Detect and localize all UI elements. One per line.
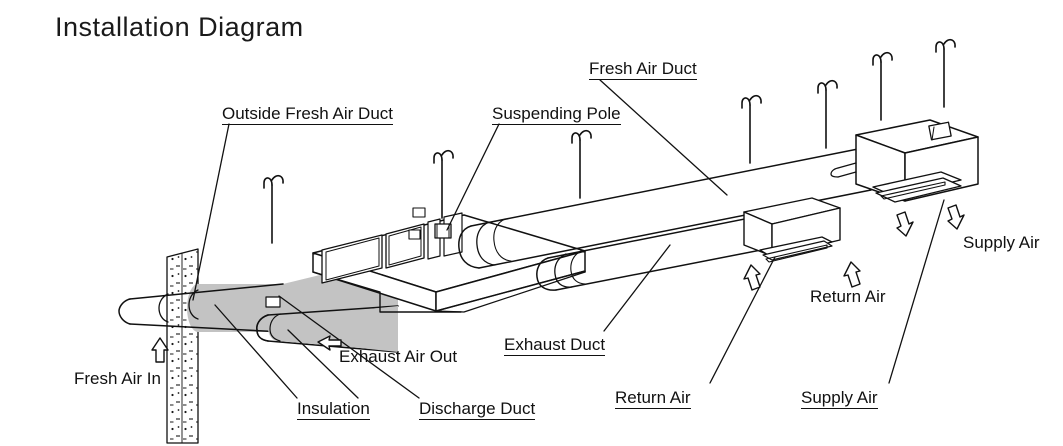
suspension-rods: [263, 38, 956, 308]
concrete-wall: [166, 248, 199, 444]
suspension-rod: [263, 174, 284, 244]
callout-exhaust-air-out: Exhaust Air Out: [339, 347, 458, 366]
supply-air-arrow-1: [896, 211, 914, 237]
flow-label-supply-air: Supply Air: [963, 233, 1040, 252]
flow-arrows: [151, 204, 965, 363]
suspension-rod: [433, 149, 454, 219]
suspension-rod: [935, 38, 956, 108]
return-air-arrow-2: [843, 261, 861, 288]
callout-insulation: Insulation: [297, 399, 370, 420]
insulation-section-discharge: [268, 306, 398, 352]
return-air-plenum-box: [743, 197, 841, 263]
suspension-rod: [817, 79, 838, 149]
callout-exhaust-duct: Exhaust Duct: [504, 335, 606, 356]
callout-outside-fresh-air-duct: Outside Fresh Air Duct: [222, 104, 394, 125]
supply-air-plenum-box: [830, 119, 979, 203]
flow-label-return-air: Return Air: [810, 287, 886, 306]
page-title: Installation Diagram: [55, 12, 304, 42]
callout-return-air: Return Air: [615, 388, 691, 409]
callout-supply-air: Supply Air: [801, 388, 878, 409]
leader-lines: [192, 79, 945, 399]
return-air-arrow-1: [743, 264, 761, 291]
supply-air-arrow-2: [947, 204, 965, 230]
fresh-air-in-arrow: [151, 337, 169, 363]
callout-discharge-duct: Discharge Duct: [419, 399, 536, 420]
callout-suspending-pole: Suspending Pole: [492, 104, 621, 125]
air-handling-unit: [312, 212, 586, 313]
suspension-rod: [872, 51, 893, 121]
suspension-rod: [741, 94, 762, 164]
suspension-rod: [571, 129, 592, 199]
exhaust-air-out-arrow: [317, 335, 342, 351]
callout-fresh-air-in: Fresh Air In: [74, 369, 161, 388]
callout-fresh-air-duct: Fresh Air Duct: [589, 59, 697, 80]
